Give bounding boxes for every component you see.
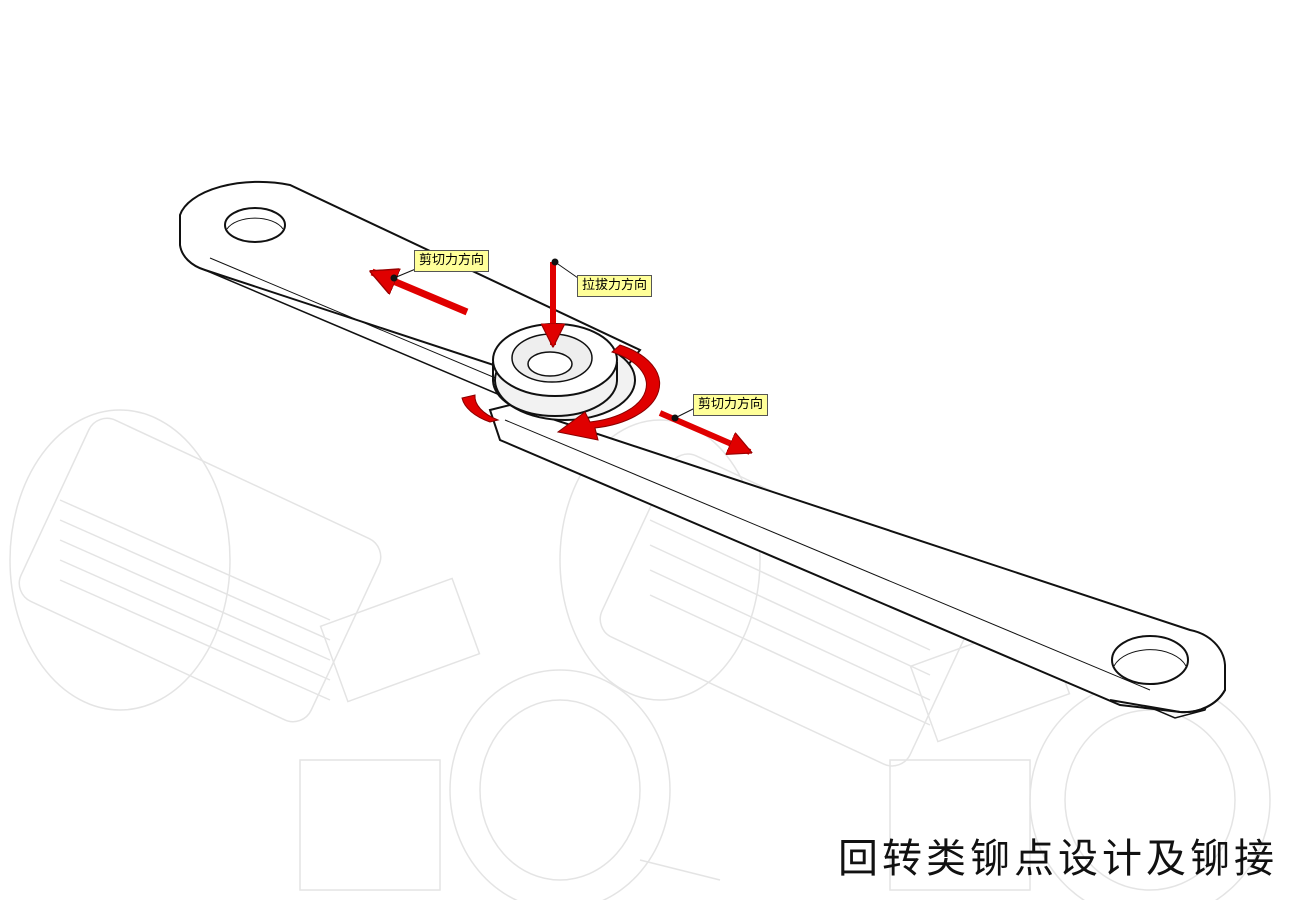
page-title: 回转类铆点设计及铆接 xyxy=(838,836,1278,882)
callout-pull: 拉拔力方向 xyxy=(577,275,653,297)
rotation-arrow-icon xyxy=(461,344,661,441)
lower-link-plate xyxy=(488,403,1226,719)
callout-shear-right: 剪切力方向 xyxy=(693,394,769,416)
callout-shear-top: 剪切力方向 xyxy=(414,250,490,272)
